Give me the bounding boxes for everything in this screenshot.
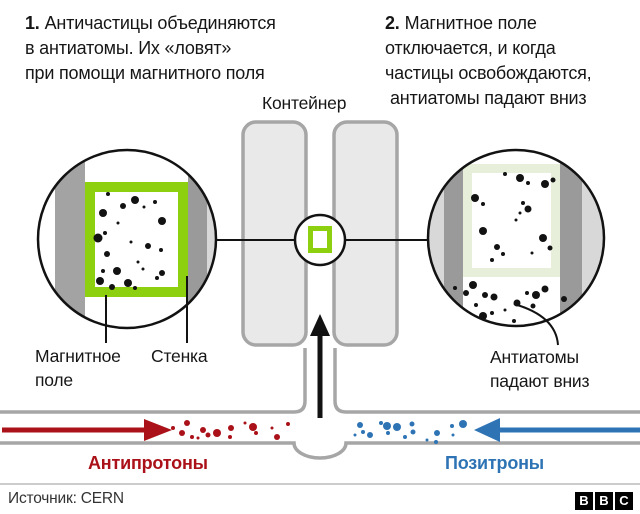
step-1-line: при помощи магнитного поля (25, 63, 265, 83)
positron-arrow-head (474, 418, 500, 442)
right-wall-band-right (560, 150, 582, 326)
step-2-line: частицы освобождаются, (385, 63, 592, 83)
right-wall-band-left (444, 150, 463, 326)
bbc-logo-letter: B (595, 492, 613, 510)
positron-dots (353, 420, 467, 444)
antiproton-dots (171, 420, 290, 440)
up-arrow (310, 314, 330, 418)
left-wall-band-right (188, 150, 207, 328)
step-1-line-text: Античастицы объединяются (44, 13, 276, 33)
container-label: Контейнер (262, 93, 347, 113)
beam-tube (0, 348, 640, 460)
step-2-number: 2. (385, 13, 400, 33)
step-2-line: 2.Магнитное поле (385, 11, 592, 36)
trap-locator (293, 213, 347, 267)
step-1-text: 1.Античастицы объединяются в антиатомы. … (25, 11, 276, 86)
step-2-line: антиатомы падают вниз (390, 88, 587, 108)
container-body (241, 120, 399, 347)
step-1-number: 1. (25, 13, 40, 33)
bbc-logo: B B C (575, 492, 633, 510)
left-circle-outline (36, 148, 218, 330)
step-1-line: 1.Античастицы объединяются (25, 11, 276, 36)
tube-top-left-wall (0, 348, 307, 414)
antiprotons-label: Антипротоны (88, 453, 208, 473)
footer-divider (0, 483, 640, 485)
right-wall-outer-left (428, 150, 444, 326)
up-arrow-shaft (317, 334, 323, 418)
right-circle-outline (426, 148, 606, 328)
right-wall-outer-right (582, 150, 604, 326)
bbc-logo-letter: B (575, 492, 593, 510)
step-2-text: 2.Магнитное поле отключается, и когда ча… (385, 11, 592, 111)
step-2-line-text: Магнитное поле (404, 13, 537, 33)
antiatoms-pointer-curve (513, 303, 559, 346)
falling-antiatoms-dots (453, 281, 567, 323)
tube-top-right-wall (333, 348, 640, 414)
positron-beam (353, 418, 640, 444)
magnetic-field-frame-on (85, 182, 188, 297)
wall-label: Стенка (151, 346, 208, 366)
step-1-line: в антиатомы. Их «ловят» (25, 38, 232, 58)
magnifier-field-on (36, 148, 218, 343)
up-arrow-head (310, 314, 330, 336)
released-antiatoms-dots (471, 172, 556, 262)
antiproton-arrow-head (144, 419, 172, 441)
antiatoms-fall-label: Антиатомы падают вниз (490, 347, 590, 391)
tube-bottom-wall (0, 441, 640, 460)
trapped-antiatoms-dots (93, 192, 166, 290)
step-2-line: отключается, и когда (385, 38, 556, 58)
trap-locator-green-frame (308, 226, 332, 253)
magnetic-field-label: Магнитное поле (35, 346, 121, 390)
magnetic-field-frame-off (463, 164, 560, 277)
magnifier-field-off (426, 148, 606, 346)
positrons-label: Позитроны (445, 453, 544, 473)
left-wall-outer-right (207, 150, 216, 328)
antiproton-beam (2, 419, 290, 441)
bbc-logo-letter: C (615, 492, 633, 510)
source-credit: Источник: CERN (8, 490, 124, 507)
